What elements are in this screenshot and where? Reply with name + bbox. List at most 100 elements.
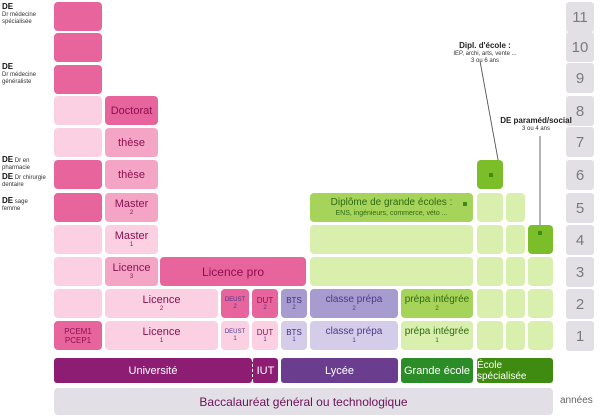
doctorat-block[interactable]: Doctorat (105, 96, 158, 125)
ecole-b-mid-year-2[interactable] (506, 289, 525, 318)
prepa-integree-year-number: 1 (435, 338, 439, 344)
year-3: 3 (566, 257, 594, 287)
deust-year-number: 1 (233, 335, 237, 342)
prepa-integree-2-block[interactable]: prépa intégrée 2 (401, 289, 473, 318)
licence-pro-label: Licence pro (201, 264, 265, 279)
med-year-10[interactable] (54, 33, 102, 62)
bar-ecole-specialisee[interactable]: École spécialisée (477, 358, 553, 383)
diplome-grande-ecole-title: Diplôme de grande écoles : (330, 197, 453, 208)
master-year-number: 1 (129, 242, 134, 248)
prepa-integree-1-block[interactable]: prépa intégrée 1 (401, 321, 473, 350)
these-label: thèse (118, 168, 145, 181)
ecole-c-year-4[interactable] (528, 225, 553, 254)
dut-1-block[interactable]: DUT 1 (252, 321, 278, 350)
med-year-11[interactable] (54, 2, 102, 31)
dut-label: DUT (256, 327, 274, 337)
grande-ecole-year-3[interactable] (310, 257, 473, 286)
note-dipl-ecole: Dipl. d'école : IEP, archi, arts, vente … (440, 42, 530, 65)
ecole-c-year-1[interactable] (528, 321, 553, 350)
bts-year-number: 2 (292, 304, 296, 311)
classe-prepa-year-number: 1 (352, 338, 356, 344)
these-block-6[interactable]: thèse (105, 160, 158, 189)
med-year-8[interactable] (54, 96, 102, 125)
bts-1-block[interactable]: BTS 1 (281, 321, 307, 350)
ecole-c-year-2[interactable] (528, 289, 553, 318)
med-year-3[interactable] (54, 257, 102, 286)
licence-1-block[interactable]: Licence 1 (105, 321, 218, 350)
year-2: 2 (566, 289, 594, 319)
bts-label: BTS (286, 327, 302, 337)
deust-2-block[interactable]: DEUST 2 (221, 289, 249, 318)
ecole-b-mid-year-3[interactable] (506, 257, 525, 286)
diplome-grande-ecole-block[interactable]: Diplôme de grande écoles : ENS, ingénieu… (310, 193, 473, 222)
med-year-9[interactable] (54, 65, 102, 94)
bac-label: Baccalauréat général ou technologique (199, 394, 408, 409)
ecole-a-year-5[interactable] (477, 193, 503, 222)
connector-dipl-ecole (479, 60, 500, 166)
licence-year-number: 1 (159, 338, 164, 344)
bar-universite[interactable]: Université (54, 358, 252, 383)
paramed-title: DE paraméd/social (500, 116, 572, 125)
licence-year-number: 2 (159, 306, 164, 312)
licence-pro-block[interactable]: Licence pro (160, 257, 306, 286)
prepa-integree-label: prépa intégrée (404, 326, 470, 337)
med-year-6[interactable] (54, 160, 102, 189)
bts-year-number: 1 (292, 336, 296, 343)
classe-prepa-2-block[interactable]: classe prépa 2 (310, 289, 398, 318)
licence-3-block[interactable]: Licence 3 (105, 257, 158, 286)
licence-label: Licence (142, 326, 181, 338)
prepa-integree-year-number: 2 (435, 306, 439, 312)
ecole-a-year-1[interactable] (477, 321, 503, 350)
med-year-5[interactable] (54, 193, 102, 222)
bts-2-block[interactable]: BTS 2 (281, 289, 307, 318)
ecole-a-year-3[interactable] (477, 257, 503, 286)
deust-year-number: 2 (233, 303, 237, 310)
bar-grande-ecole[interactable]: Grande école (401, 358, 473, 383)
licence-label: Licence (112, 262, 151, 274)
med-year-4[interactable] (54, 225, 102, 254)
licence-label: Licence (142, 294, 181, 306)
master-2-block[interactable]: Master 2 (105, 193, 158, 222)
ecole-b-mid-year-5[interactable] (506, 193, 525, 222)
ecole-b-mid-year-1[interactable] (506, 321, 525, 350)
year-11: 11 (566, 2, 594, 32)
grande-ecole-year-4[interactable] (310, 225, 473, 254)
classe-prepa-1-block[interactable]: classe prépa 1 (310, 321, 398, 350)
classe-prepa-year-number: 2 (352, 306, 356, 312)
ecole-a-year-4[interactable] (477, 225, 503, 254)
pcem-pcep-block[interactable]: PCEM1 PCEP1 (54, 321, 102, 350)
year-4: 4 (566, 225, 594, 255)
bar-lycee[interactable]: Lycée (281, 358, 398, 383)
dot-dipl-ecole (489, 173, 493, 177)
ecole-c-year-3[interactable] (528, 257, 553, 286)
dut-2-block[interactable]: DUT 2 (252, 289, 278, 318)
bts-label: BTS (286, 295, 302, 305)
year-5: 5 (566, 193, 594, 223)
dut-label: DUT (256, 295, 274, 305)
dipl-ecole-duree: 3 ou 6 ans (470, 58, 500, 64)
deust-1-block[interactable]: DEUST 1 (221, 321, 249, 350)
doctorat-label: Doctorat (110, 104, 153, 117)
ecole-b-mid-year-4[interactable] (506, 225, 525, 254)
note-paramed: DE paraméd/social 3 ou 4 ans (497, 117, 575, 133)
year-1: 1 (566, 321, 594, 351)
these-label: thèse (118, 136, 145, 149)
bac-bar[interactable]: Baccalauréat général ou technologique (54, 388, 553, 415)
dut-year-number: 1 (263, 336, 267, 343)
master-year-number: 2 (129, 210, 134, 216)
these-block-7[interactable]: thèse (105, 128, 158, 157)
licence-2-block[interactable]: Licence 2 (105, 289, 218, 318)
med-year-2[interactable] (54, 289, 102, 318)
year-8: 8 (566, 96, 594, 126)
med-year-7[interactable] (54, 128, 102, 157)
ecole-a-year-2[interactable] (477, 289, 503, 318)
bar-iut[interactable]: IUT (252, 358, 278, 383)
master-label: Master (114, 230, 149, 242)
prepa-integree-label: prépa intégrée (404, 294, 470, 305)
deust-label: DEUST (224, 296, 246, 303)
classe-prepa-label: classe prépa (325, 326, 383, 337)
master-1-block[interactable]: Master 1 (105, 225, 158, 254)
